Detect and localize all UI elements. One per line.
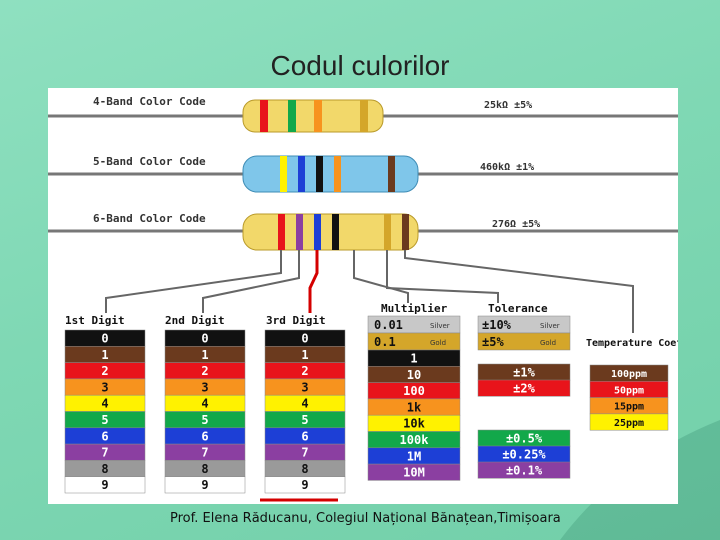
multiplier-value: 1 (410, 352, 417, 366)
digit-value: 5 (101, 413, 108, 427)
digit-value: 1 (101, 348, 108, 362)
digit-value: 2 (101, 364, 108, 378)
digit-cell (64, 476, 146, 494)
digit-value: 0 (201, 332, 208, 346)
header-2nd-digit: 2nd Digit (165, 314, 225, 327)
digit-cell (264, 476, 346, 494)
multiplier-value: 100k (400, 433, 430, 447)
digit-value: 4 (101, 397, 108, 411)
resistor-4-band (242, 99, 384, 133)
header-tolerance: Tolerance (488, 302, 548, 315)
multiplier-value: 0.1 (374, 335, 396, 349)
digit-value: 6 (301, 429, 308, 443)
header-temperature-coefficient: Temperature Coefficient (586, 337, 678, 349)
tolerance-value: ±0.25% (502, 448, 546, 462)
multiplier-value: 1M (407, 449, 421, 463)
multiplier-value: 10k (403, 417, 425, 431)
resistor-value-5-band: 460kΩ ±1% (480, 162, 534, 173)
digit-value: 3 (201, 380, 208, 394)
multiplier-value: 10M (403, 466, 425, 480)
digit-value: 7 (301, 446, 308, 460)
digit-value: 7 (201, 446, 208, 460)
multiplier-cell (367, 463, 461, 481)
digit-value: 2 (201, 364, 208, 378)
digit-value: 4 (201, 397, 208, 411)
color-code-diagram: 4-Band Color Code 5-Band Color Code 6-Ba… (48, 95, 678, 502)
tempco-cell (589, 413, 669, 431)
multiplier-column: 0.01 Silver 0.1 Gold 1 10 100 1k 10k 100k 1M 10M (367, 315, 461, 481)
tempco-value: 25ppm (614, 418, 644, 429)
color-code-panel: 4-Band Color Code 5-Band Color Code 6-Ba… (48, 88, 678, 504)
slide-title: Codul culorilor (270, 50, 450, 81)
tempco-value: 100ppm (611, 369, 647, 380)
digit-value: 6 (101, 429, 108, 443)
digit-value: 3 (101, 380, 108, 394)
header-1st-digit: 1st Digit (65, 314, 125, 327)
tolerance-color-name: Silver (540, 322, 560, 330)
digit-value: 3 (301, 380, 308, 394)
resistor-5-band (242, 155, 419, 193)
header-multiplier: Multiplier (381, 302, 448, 315)
digit-value: 1 (301, 348, 308, 362)
digit-value: 9 (301, 478, 308, 492)
digit-value: 4 (301, 397, 308, 411)
connector-lines (105, 250, 634, 333)
tolerance-cell (477, 332, 571, 351)
digit-value: 9 (201, 478, 208, 492)
digit-value: 8 (301, 462, 308, 476)
tempco-value: 15ppm (614, 402, 644, 413)
tolerance-column: ±10% Silver ±5% Gold ±1% ±2% ±0.5% ±0.25% ±0.1% (477, 315, 571, 479)
third-digit-connector (308, 250, 319, 313)
digit-columns: 0 1 2 3 4 5 6 7 8 9 0 1 2 3 4 5 6 7 8 9 0 1 2 3 4 5 6 7 8 9 (64, 329, 346, 502)
resistor-value-4-band: 25kΩ ±5% (484, 100, 532, 111)
tempco-column: 100ppm 50ppm 15ppm 25ppm (589, 364, 669, 431)
resistor-label-5-band: 5-Band Color Code (93, 155, 206, 168)
tempco-value: 50ppm (614, 385, 644, 396)
tolerance-value: ±0.1% (506, 464, 543, 478)
digit-value: 0 (301, 332, 308, 346)
tolerance-value: ±0.5% (506, 432, 543, 446)
tolerance-value: ±2% (513, 382, 535, 396)
resistor-label-6-band: 6-Band Color Code (93, 212, 206, 225)
digit-cell (164, 476, 246, 494)
digit-value: 1 (201, 348, 208, 362)
tolerance-value: ±1% (513, 366, 535, 380)
multiplier-value: 1k (407, 400, 422, 414)
digit-value: 2 (301, 364, 308, 378)
tolerance-cell (477, 379, 571, 397)
tolerance-value: ±10% (482, 318, 512, 332)
digit-value: 5 (301, 413, 308, 427)
digit-value: 7 (101, 446, 108, 460)
resistor-value-6-band: 276Ω ±5% (492, 219, 540, 230)
multiplier-color-name: Gold (430, 339, 446, 347)
multiplier-color-name: Silver (430, 322, 450, 330)
digit-value: 9 (101, 478, 108, 492)
digit-value: 8 (101, 462, 108, 476)
footer-credit: Prof. Elena Răducanu, Colegiul Național … (170, 511, 561, 526)
resistor-6-band (242, 213, 419, 251)
digit-value: 6 (201, 429, 208, 443)
multiplier-value: 100 (403, 384, 425, 398)
resistor-label-4-band: 4-Band Color Code (93, 95, 206, 108)
header-3rd-digit: 3rd Digit (266, 314, 326, 327)
digit-value: 8 (201, 462, 208, 476)
digit-value: 0 (101, 332, 108, 346)
digit-value: 5 (201, 413, 208, 427)
tolerance-color-name: Gold (540, 339, 556, 347)
tolerance-cell (477, 461, 571, 479)
multiplier-value: 0.01 (374, 318, 403, 332)
tolerance-value: ±5% (482, 335, 504, 349)
multiplier-value: 10 (407, 368, 421, 382)
